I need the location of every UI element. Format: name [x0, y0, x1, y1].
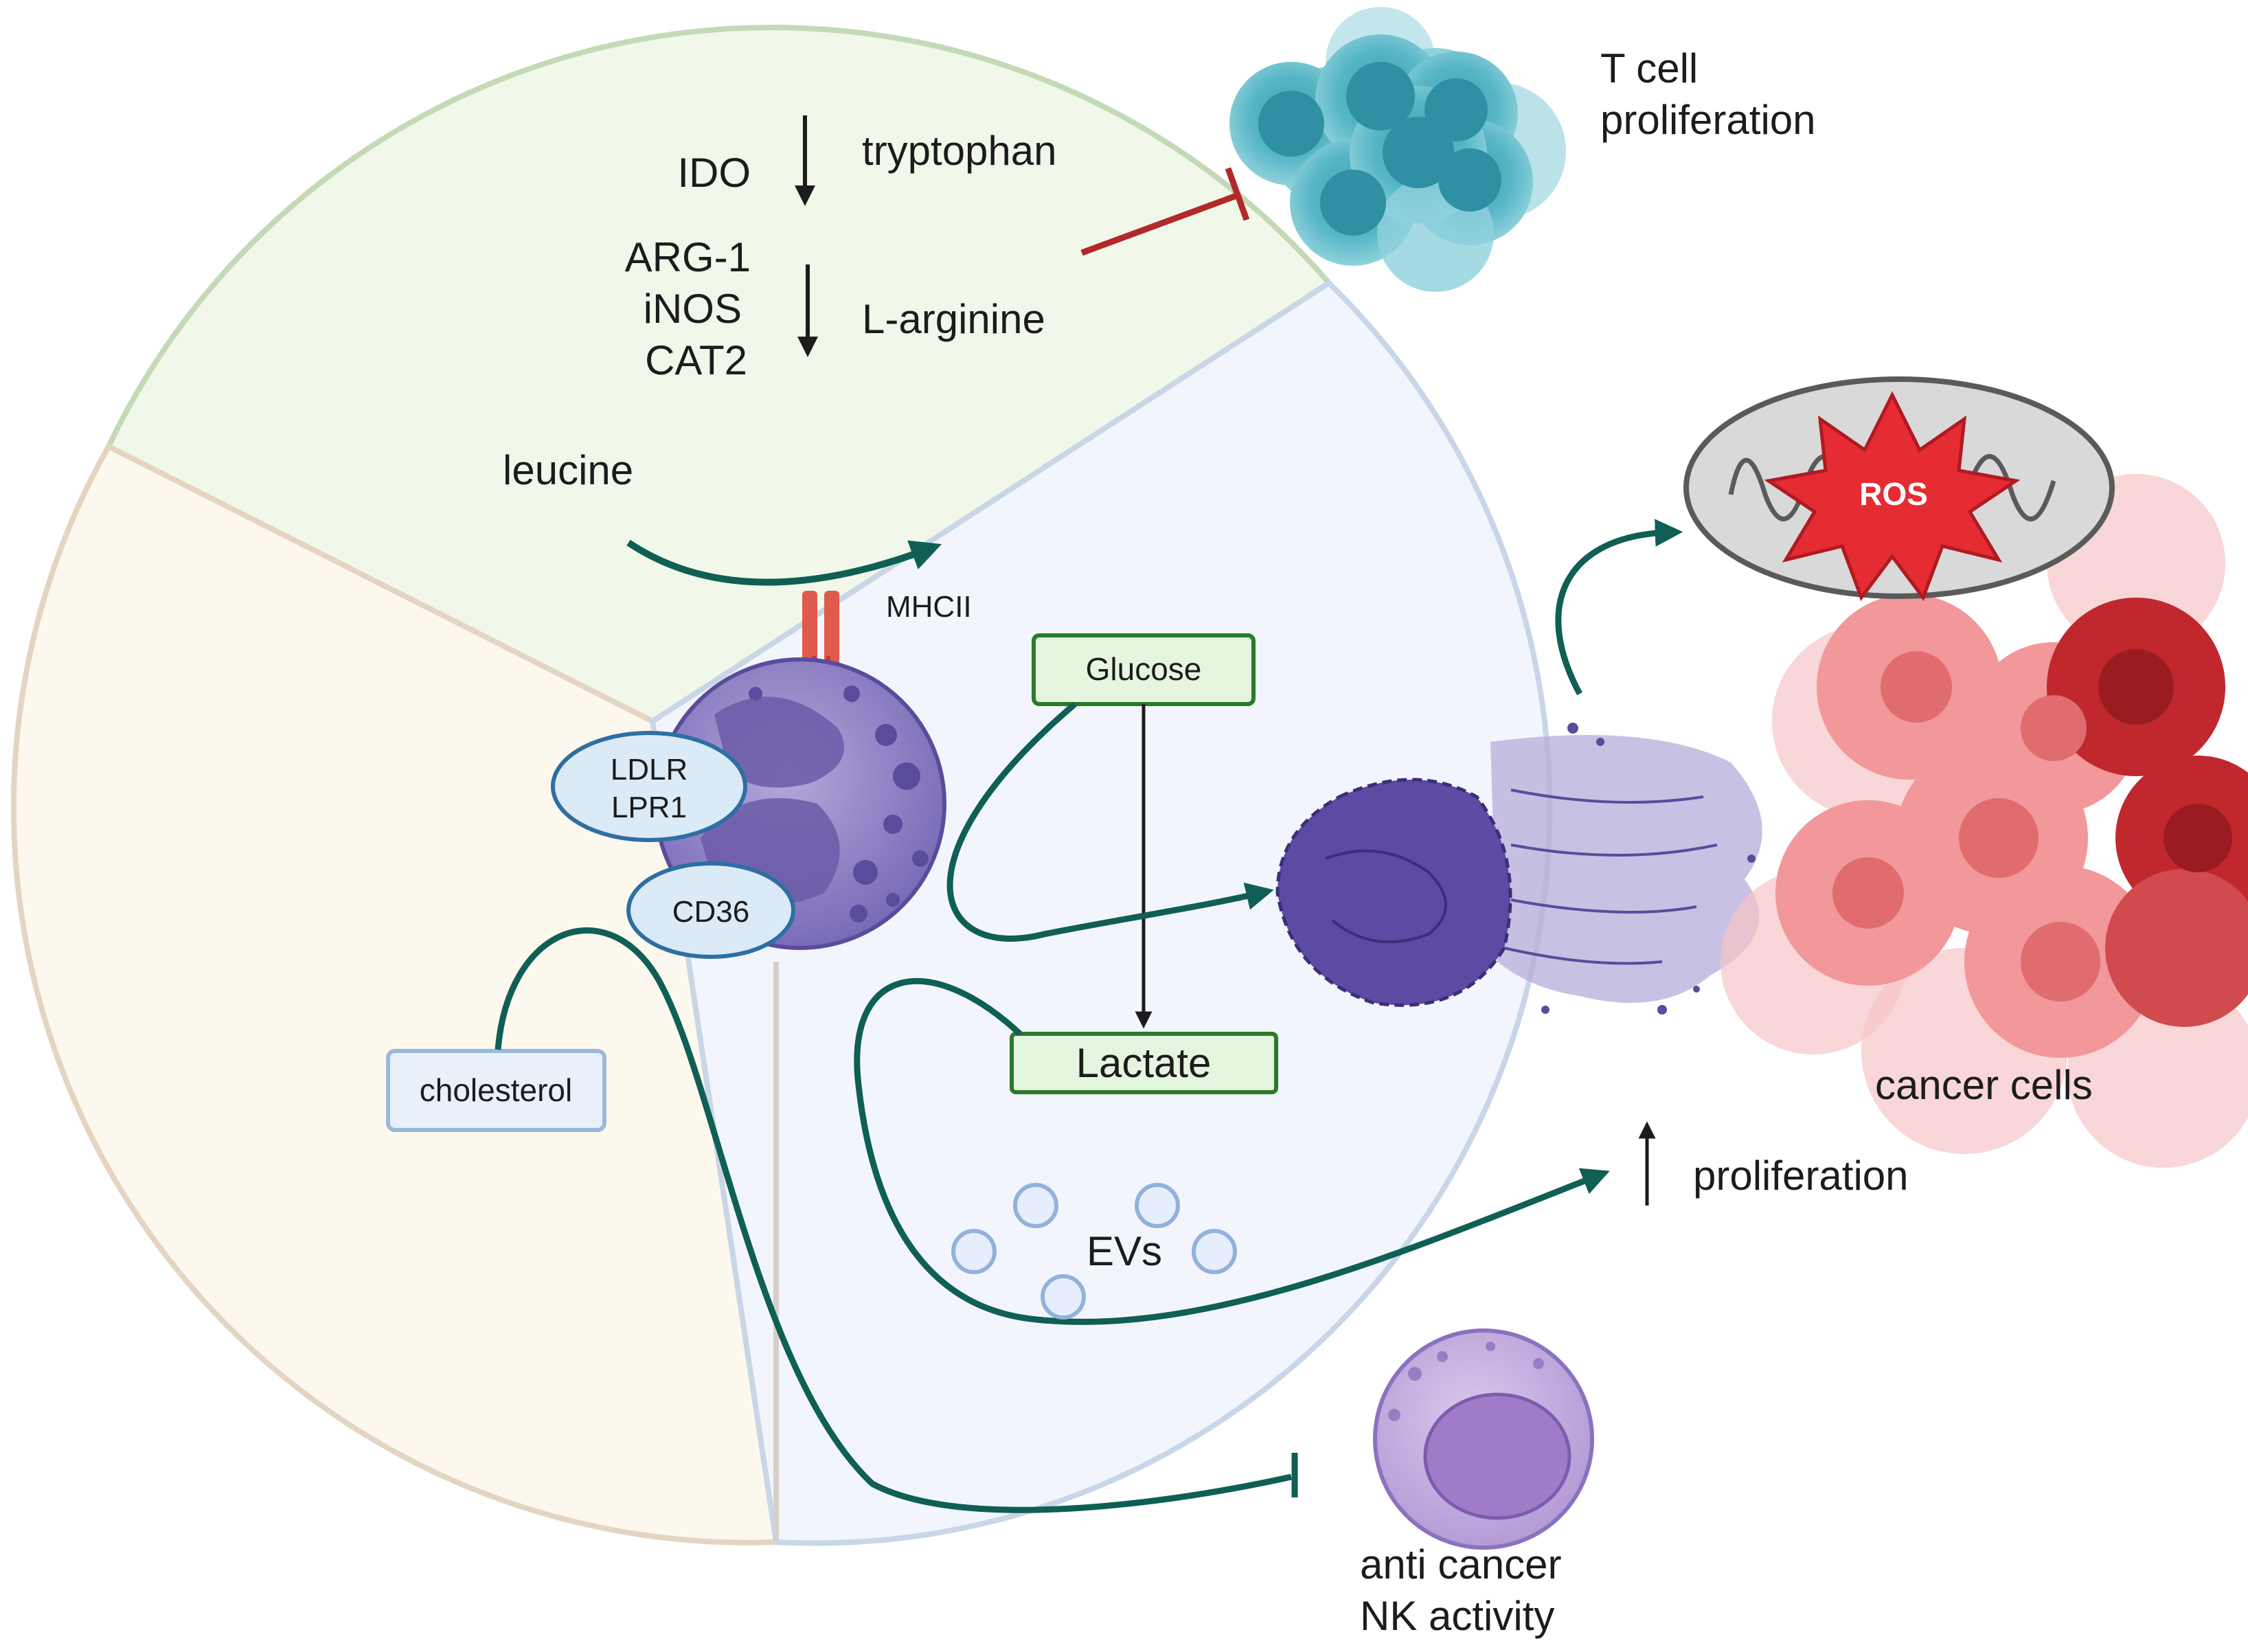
ros-burst: [1764, 391, 2021, 602]
t-cell-label-line1: T cell: [1600, 45, 1698, 91]
sector-lipids: [10, 442, 780, 1546]
cancer-cells-label: cancer cells: [1875, 1062, 2093, 1108]
mhcii-label: MHCII: [886, 590, 972, 624]
nk-label-line1: anti cancer: [1360, 1541, 1562, 1587]
arg1-label: ARG-1: [625, 234, 751, 280]
cd36-label: CD36: [672, 895, 750, 929]
sector-amino-acids: [104, 25, 1334, 725]
t-cell-cluster: [1229, 7, 1566, 292]
leucine-label: leucine: [503, 447, 633, 493]
tryptophan-label: tryptophan: [862, 128, 1057, 174]
ros-label: ROS: [1859, 476, 1928, 512]
larginine-label: L-arginine: [862, 296, 1045, 342]
nk-label-line2: NK activity: [1360, 1593, 1554, 1639]
t-cell-label-line2: proliferation: [1600, 97, 1816, 143]
cat2-label: CAT2: [645, 337, 747, 383]
extracellular-vesicles: [951, 1183, 1237, 1320]
circle-sectors: [10, 25, 1553, 1546]
cd36-receptor: [626, 861, 795, 959]
evs-label: EVs: [1087, 1228, 1162, 1274]
ldlr-lpr1-receptor: [551, 731, 747, 842]
net-to-mitochondrion-arrow: [1555, 519, 1683, 696]
nk-cell: [1373, 1328, 1594, 1550]
lactate-label: Lactate: [1076, 1040, 1212, 1086]
glucose-label: Glucose: [1086, 651, 1202, 687]
cancer-cells-cluster: [1721, 474, 2248, 1168]
lpr1-label: LPR1: [611, 791, 687, 824]
inhibition-t-cell: [1080, 167, 1250, 256]
lactate-box[interactable]: [1010, 1032, 1278, 1094]
glucose-to-net-arrow: [946, 701, 1274, 942]
lactate-to-proliferation-arrow: [854, 977, 1610, 1325]
cholesterol-pathway-line: [495, 927, 1292, 1513]
net-structure: [1275, 723, 1762, 1015]
leucine-uptake-arrow: [626, 539, 942, 586]
ido-label: IDO: [677, 150, 751, 196]
ldlr-label: LDLR: [611, 753, 688, 787]
sector-glucose: [649, 279, 1553, 1546]
proliferation-label: proliferation: [1693, 1153, 1909, 1199]
cholesterol-label: cholesterol: [420, 1072, 572, 1108]
inos-label: iNOS: [644, 286, 742, 332]
cholesterol-box: [386, 1049, 606, 1132]
